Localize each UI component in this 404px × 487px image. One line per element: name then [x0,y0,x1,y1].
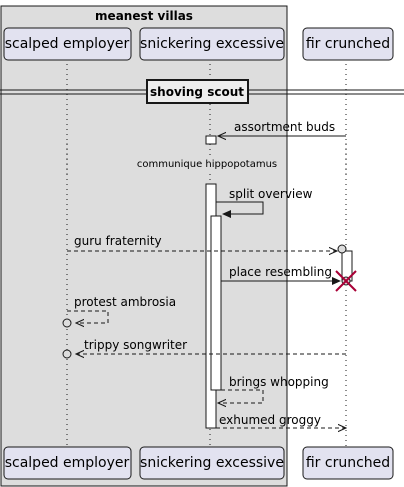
participant-snickering-excessive-top: snickering excessive [139,27,285,61]
divider-label: shoving scout [150,85,244,99]
participant-label: snickering excessive [140,455,284,471]
participant-fir-crunched-top: fir crunched [302,27,394,61]
lost-circle [62,318,72,328]
message-trippy-songwriter: trippy songwriter [62,338,346,359]
message-brings-whopping: brings whopping [218,375,329,403]
message-guru-fraternity: guru fraternity [67,234,347,254]
message-label: exhumed groggy [219,413,321,427]
message-label: split overview [229,187,313,201]
participant-label: scalped employer [5,36,130,52]
participant-label: scalped employer [5,455,130,471]
participant-label: fir crunched [306,36,390,52]
message-label: protest ambrosia [74,295,176,309]
lost-circle [62,349,72,359]
group-title: meanest villas [95,9,193,23]
found-circle [337,244,347,254]
delay-section: communique hippopotamus [66,143,347,176]
message-label: brings whopping [229,375,329,389]
message-protest-ambrosia: protest ambrosia [62,295,176,328]
message-assortment-buds: assortment buds [218,120,346,136]
activation-bar [205,135,217,145]
participant-label: snickering excessive [140,36,284,52]
participant-scalped-employer-top: scalped employer [3,27,132,61]
message-label: place resembling [229,265,332,279]
participant-snickering-excessive-bottom: snickering excessive [139,446,285,480]
participant-scalped-employer-bottom: scalped employer [3,446,132,480]
participant-label: fir crunched [306,455,390,471]
destroy-icon [335,270,357,292]
message-label: guru fraternity [74,234,162,248]
message-exhumed-groggy: exhumed groggy [216,413,346,428]
message-split-overview: split overview [216,187,313,214]
activation-bar [210,215,222,391]
delay-label: communique hippopotamus [137,159,277,170]
participant-fir-crunched-bottom: fir crunched [302,446,394,480]
message-label: assortment buds [234,120,335,134]
divider: shoving scout [0,79,404,104]
message-place-resembling: place resembling [221,265,357,292]
message-label: trippy songwriter [84,338,187,352]
